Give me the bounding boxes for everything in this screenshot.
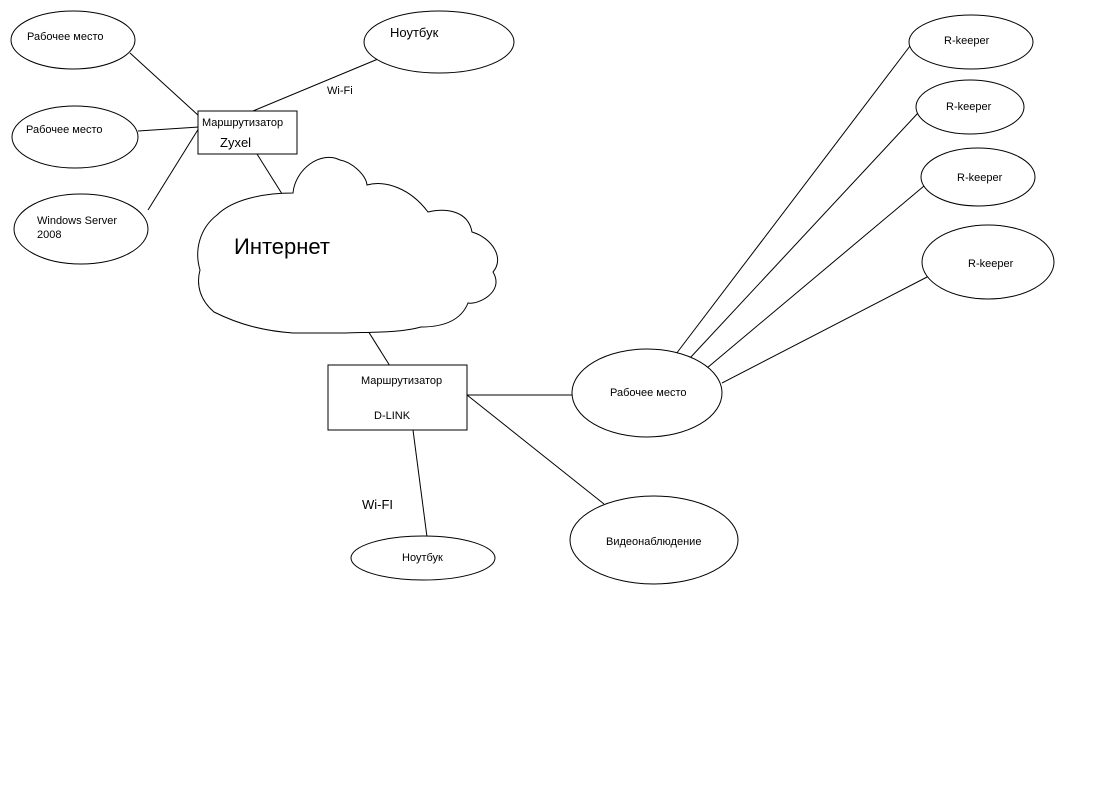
router-zyxel[interactable]: Маршрутизатор Zyxel bbox=[197, 110, 298, 155]
laptop-top-label: Ноутбук bbox=[390, 25, 439, 40]
workstation-mid[interactable]: Рабочее место bbox=[11, 105, 139, 169]
router-dlink-label-line1: Маршрутизатор bbox=[361, 375, 442, 387]
rkeeper-1-label: R-keeper bbox=[944, 35, 990, 47]
workstation-center[interactable]: Рабочее место bbox=[571, 348, 723, 438]
link-server-zyxel bbox=[147, 127, 200, 211]
link-dlink-laptop bbox=[412, 429, 428, 538]
server-label-line2: 2008 bbox=[37, 229, 61, 241]
laptop-bottom[interactable]: Ноутбук bbox=[350, 535, 496, 581]
video-surveillance[interactable]: Видеонаблюдение bbox=[569, 495, 739, 585]
router-zyxel-label-line1: Маршрутизатор bbox=[202, 117, 283, 129]
rkeeper-4[interactable]: R-keeper bbox=[921, 224, 1055, 300]
rkeeper-1[interactable]: R-keeper bbox=[908, 14, 1034, 70]
link-ws-rk3 bbox=[706, 185, 925, 369]
rkeeper-2[interactable]: R-keeper bbox=[915, 79, 1025, 135]
rkeeper-3[interactable]: R-keeper bbox=[920, 147, 1036, 207]
internet-label: Интернет bbox=[234, 234, 330, 259]
laptop-bottom-label: Ноутбук bbox=[402, 552, 443, 564]
workstation-mid-label: Рабочее место bbox=[26, 124, 103, 136]
rkeeper-4-label: R-keeper bbox=[968, 258, 1014, 270]
video-label: Видеонаблюдение bbox=[606, 536, 701, 548]
windows-server[interactable]: Windows Server 2008 bbox=[13, 193, 149, 265]
rkeeper-2-label: R-keeper bbox=[946, 101, 992, 113]
link-ws-rk4 bbox=[721, 275, 930, 384]
router-dlink-label-line2: D-LINK bbox=[374, 410, 411, 422]
router-zyxel-label-line2: Zyxel bbox=[220, 135, 251, 150]
rkeeper-3-label: R-keeper bbox=[957, 172, 1003, 184]
workstation-center-label: Рабочее место bbox=[610, 387, 687, 399]
wifi-bottom-label: Wi-FI bbox=[362, 497, 393, 512]
laptop-top[interactable]: Ноутбук bbox=[363, 10, 515, 74]
link-ws-top-zyxel bbox=[129, 52, 200, 117]
wifi-top-label: Wi-Fi bbox=[327, 85, 353, 97]
router-dlink[interactable]: Маршрутизатор D-LINK bbox=[327, 364, 468, 431]
server-label-line1: Windows Server bbox=[37, 215, 117, 227]
link-ws-rk2 bbox=[689, 112, 919, 359]
link-zyxel-laptop bbox=[252, 58, 379, 112]
internet-cloud bbox=[197, 156, 499, 334]
link-dlink-video bbox=[466, 394, 605, 505]
link-ws-rk1 bbox=[675, 45, 911, 355]
link-ws-mid-zyxel bbox=[137, 126, 200, 132]
workstation-top-label: Рабочее место bbox=[27, 31, 104, 43]
workstation-top[interactable]: Рабочее место bbox=[10, 10, 136, 70]
